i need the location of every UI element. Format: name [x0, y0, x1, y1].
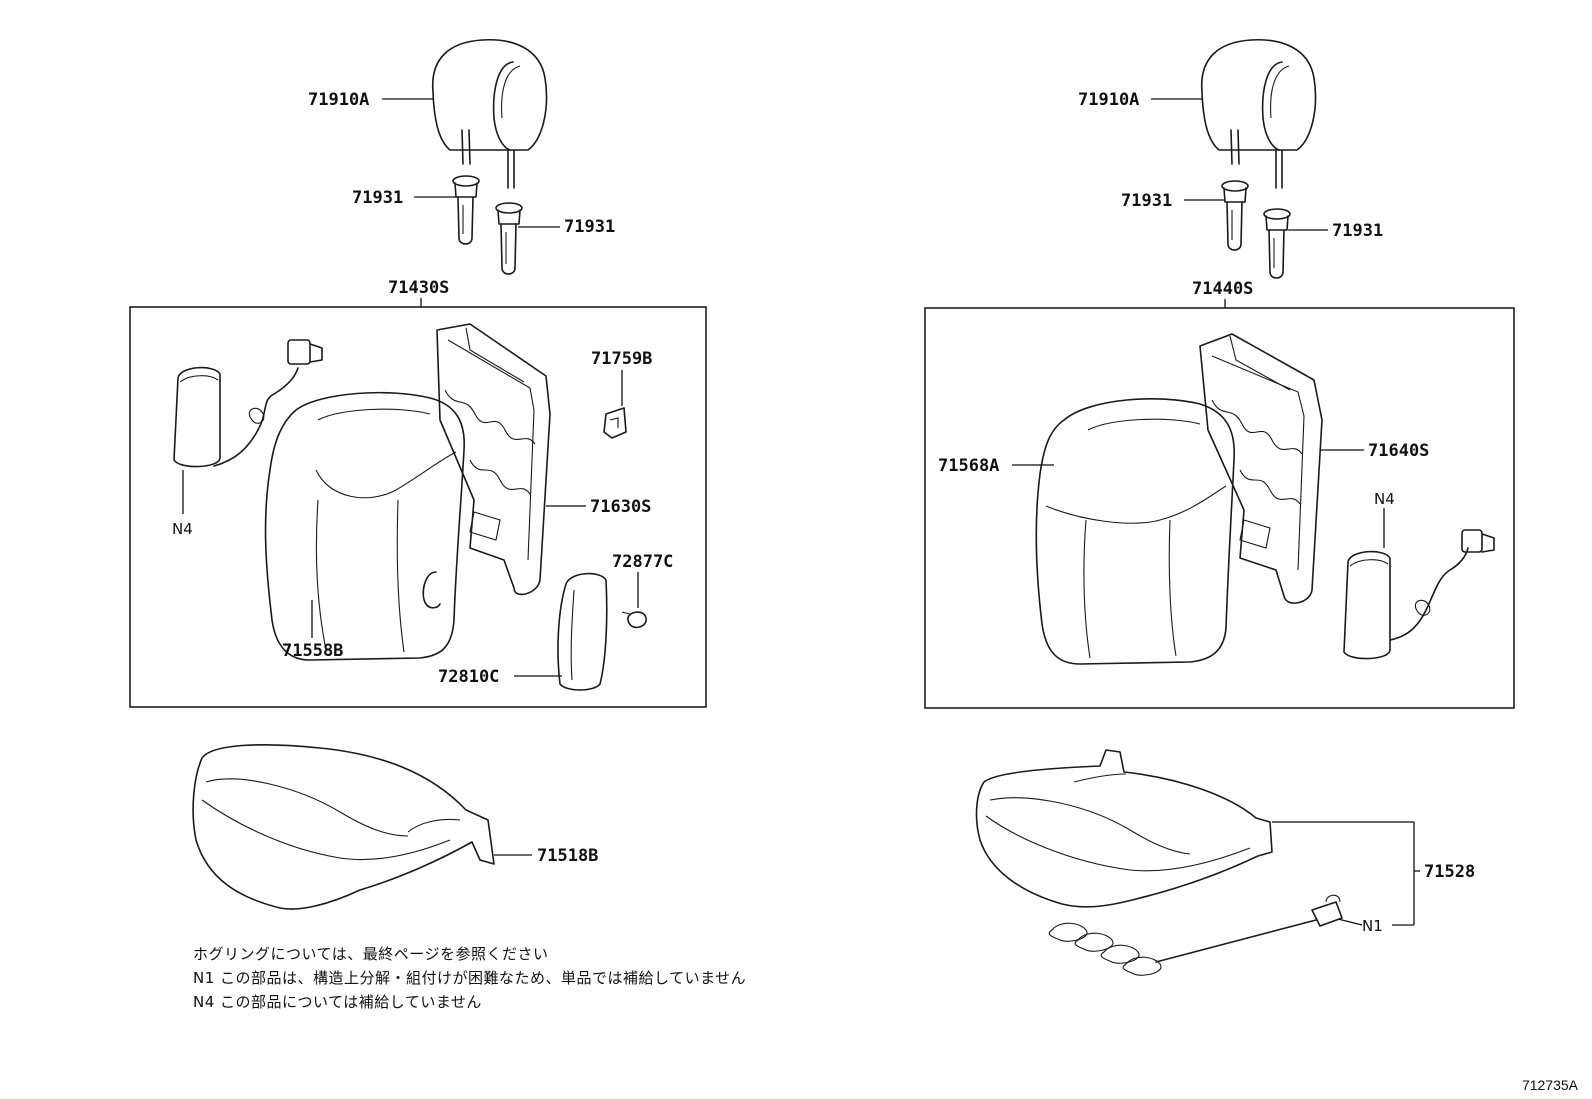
right-seat-sensor: [1048, 894, 1343, 976]
right-guide-a: [1221, 180, 1249, 251]
right-headrest: [1200, 38, 1317, 189]
left-clip: [621, 611, 647, 629]
right-back-frame: [1199, 333, 1323, 604]
right-guide-b-label: 71931: [1332, 221, 1383, 241]
right-cushion: [975, 749, 1273, 908]
left-guide-a: [452, 175, 480, 245]
left-back-assy-box: [129, 306, 707, 708]
left-cushion-label: 71518B: [537, 846, 598, 866]
left-headrest-label: 71910A: [308, 90, 369, 110]
left-back-frame: [436, 323, 551, 596]
right-back-assy-label: 71440S: [1192, 279, 1253, 299]
left-guide-a-label: 71931: [352, 188, 403, 208]
left-back-assy-label: 71430S: [388, 278, 449, 298]
notes-block: ホグリングについては、最終ページを参照ください N1 この部品は、構造上分解・組…: [193, 942, 746, 1014]
right-airbag-note-label: N4: [1374, 490, 1395, 508]
left-side-pad: [557, 572, 608, 691]
left-airbag: [173, 339, 323, 468]
right-cushion-label: 71528: [1424, 862, 1475, 882]
note-n4: N4 この部品については補給していません: [193, 993, 482, 1011]
left-headrest: [431, 38, 548, 189]
right-airbag: [1343, 529, 1495, 660]
right-cushion-bracket: [1272, 821, 1420, 926]
right-back-cover-label: 71568A: [938, 456, 999, 476]
left-clip-label: 72877C: [612, 552, 673, 572]
left-back-frame-label: 71630S: [590, 497, 651, 517]
left-back-cover-label: 71558B: [282, 641, 343, 661]
left-guide-b: [495, 202, 523, 275]
figure-number: 712735A: [1521, 1077, 1578, 1093]
right-guide-a-label: 71931: [1121, 191, 1172, 211]
note-n1: N1 この部品は、構造上分解・組付けが困難なため、単品では補給していません: [193, 969, 747, 987]
right-headrest-label: 71910A: [1078, 90, 1139, 110]
note-hog-ring: ホグリングについては、最終ページを参照ください: [193, 945, 549, 963]
right-back-frame-label: 71640S: [1368, 441, 1429, 461]
left-guide-b-label: 71931: [564, 217, 615, 237]
left-hook-label: 71759B: [591, 349, 652, 369]
left-side-pad-label: 72810C: [438, 667, 499, 687]
right-back-assy-box: [924, 307, 1515, 709]
right-guide-b: [1263, 208, 1291, 279]
left-airbag-note-label: N4: [172, 520, 193, 538]
left-cushion: [192, 744, 495, 910]
right-sensor-note-label: N1: [1362, 917, 1383, 935]
left-hook: [603, 407, 627, 439]
left-back-cover: [264, 391, 465, 661]
right-back-cover: [1035, 398, 1236, 665]
